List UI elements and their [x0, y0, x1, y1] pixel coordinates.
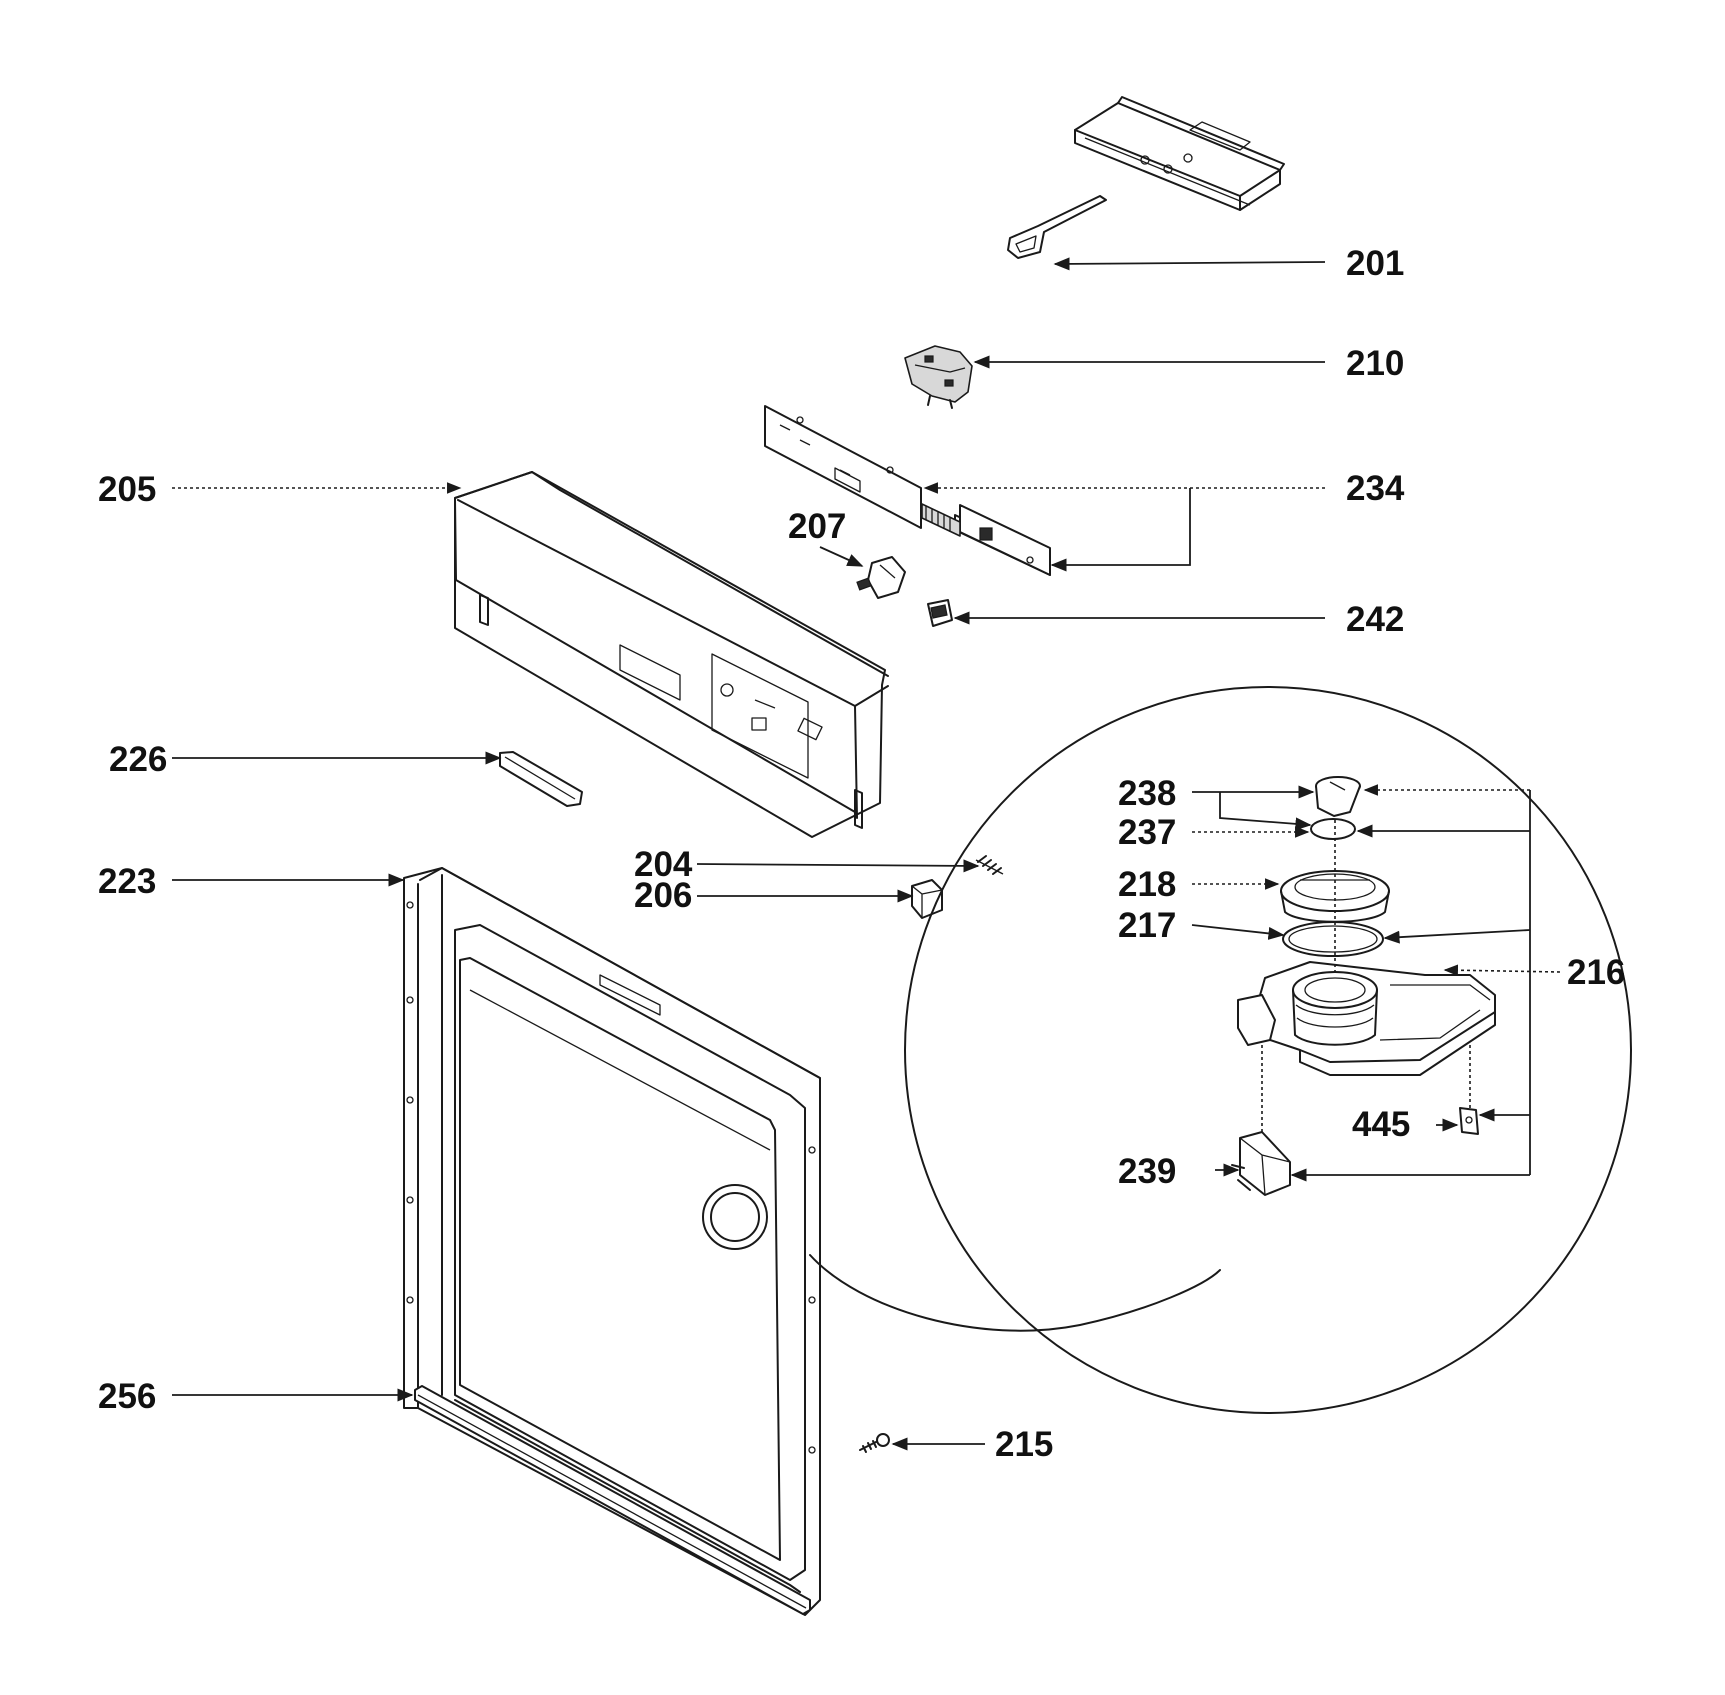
part-239-actuator: [1231, 1131, 1291, 1196]
part-226-trim-strip: [499, 751, 583, 807]
part-238-cap: [1315, 776, 1361, 817]
part-223-inner-door: [403, 867, 821, 1616]
callout-234: 234: [1346, 469, 1405, 508]
leader-lines: [172, 257, 1561, 1451]
callout-226: 226: [109, 740, 167, 779]
callout-216: 216: [1567, 953, 1625, 992]
callout-445: 445: [1352, 1105, 1410, 1144]
callout-238: 238: [1118, 774, 1176, 813]
callout-239: 239: [1118, 1152, 1176, 1191]
part-237-o-ring: [1310, 818, 1356, 840]
part-218-ring: [1280, 870, 1390, 923]
part-234-control-board: [764, 405, 1051, 576]
callout-204: 204: [634, 845, 693, 884]
part-256-door-seal: [414, 1385, 811, 1615]
callout-237: 237: [1118, 813, 1176, 852]
callout-223: 223: [98, 862, 156, 901]
callout-labels: 201 210 205 234 207 242 226 238 237 204 …: [98, 244, 1625, 1464]
callout-205: 205: [98, 470, 156, 509]
part-210-connector: [904, 345, 973, 409]
part-445-clip: [1459, 1107, 1479, 1135]
part-204-spring: [975, 855, 1004, 875]
callout-218: 218: [1118, 865, 1176, 904]
callout-242: 242: [1346, 600, 1404, 639]
part-216-dispenser-housing: [1237, 961, 1496, 1076]
callout-201: 201: [1346, 244, 1404, 283]
callout-215: 215: [995, 1425, 1053, 1464]
callout-210: 210: [1346, 344, 1404, 383]
part-205-control-panel: [454, 471, 889, 838]
part-201-hinge-bracket: [1007, 96, 1285, 259]
callout-206: 206: [634, 876, 692, 915]
callout-217: 217: [1118, 906, 1176, 945]
part-207-switch: [856, 556, 906, 599]
dispenser-detail-circle: [809, 686, 1632, 1414]
part-215-screw: [859, 1433, 890, 1453]
part-242-relay: [927, 599, 953, 627]
callout-207: 207: [788, 507, 846, 546]
part-217-gasket: [1282, 921, 1384, 957]
callout-256: 256: [98, 1377, 156, 1416]
